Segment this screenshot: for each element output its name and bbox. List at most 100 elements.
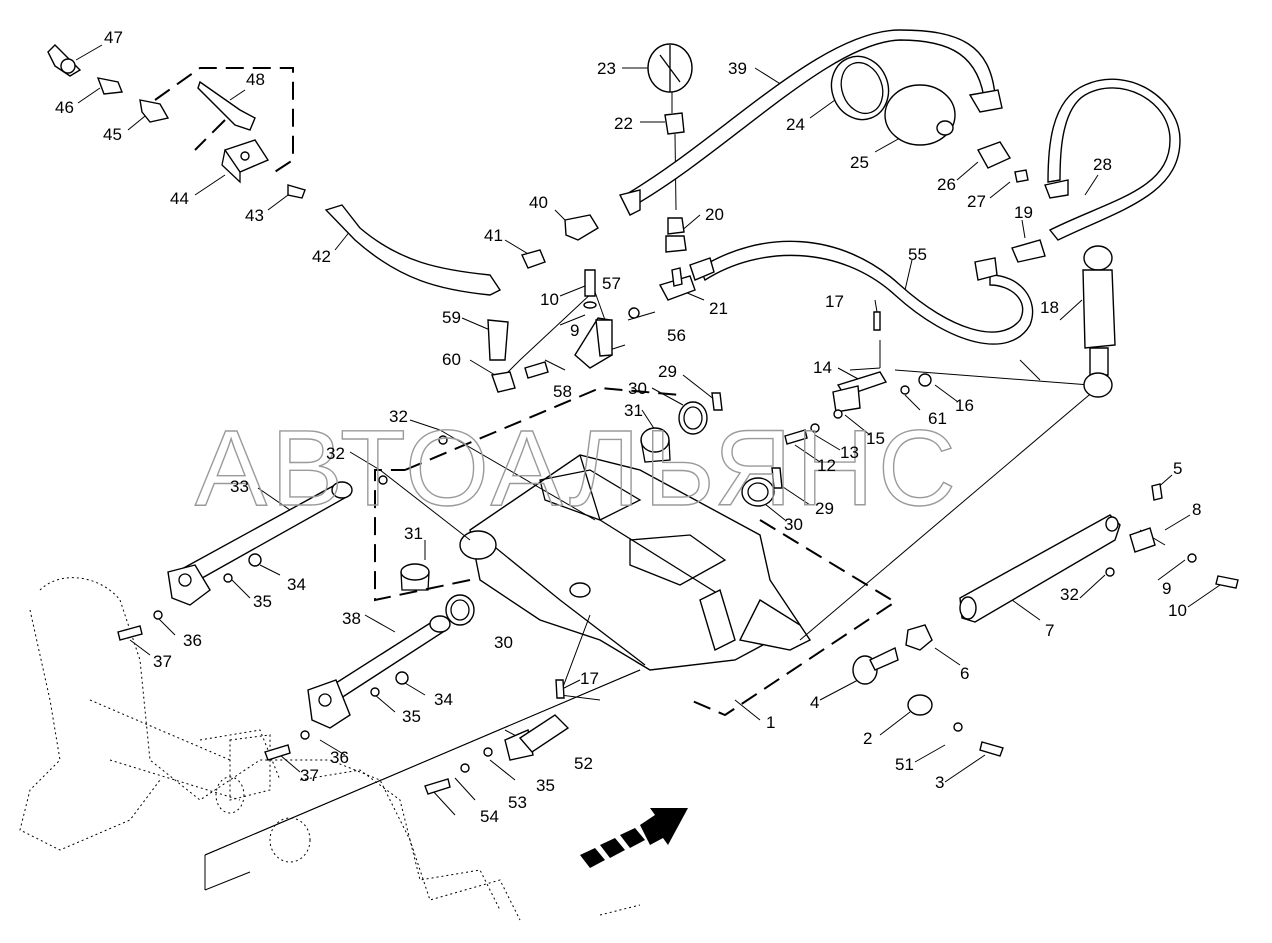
assembly-boundary [374, 386, 897, 717]
callout-31-b: 31 [404, 524, 423, 543]
part-22-adapter [664, 112, 685, 135]
callout-9-b: 9 [1162, 579, 1171, 598]
callout-37-b: 37 [300, 766, 319, 785]
part-35-washer-pin [483, 747, 493, 757]
part-60-elbow [491, 371, 516, 393]
part-56-nut [628, 307, 640, 319]
callout-17-b: 17 [580, 669, 599, 688]
gauge-axis [671, 92, 677, 211]
callout-24: 24 [786, 115, 805, 134]
callout-40: 40 [529, 193, 548, 212]
part-51-washer [953, 722, 963, 732]
part-43-fitting [287, 184, 306, 199]
part-47-hose-clamp [47, 44, 82, 77]
callout-4: 4 [810, 693, 819, 712]
callout-20: 20 [705, 205, 724, 224]
callout-37-a: 37 [153, 652, 172, 671]
part-41-fitting [521, 249, 546, 269]
part-57-bracket [574, 317, 613, 369]
leader-lines [75, 44, 1221, 856]
callout-28: 28 [1093, 155, 1112, 174]
part-42-hose [324, 204, 502, 296]
callout-17-a: 17 [825, 292, 844, 311]
callout-10-b: 10 [1168, 601, 1187, 620]
callout-19: 19 [1014, 203, 1033, 222]
part-46-fitting [96, 77, 123, 95]
part-10-bolt-lower [1215, 575, 1239, 589]
callout-26: 26 [937, 175, 956, 194]
part-2-washer [907, 694, 933, 716]
part-9-washer-lower [1187, 553, 1197, 563]
part-12-bolt [784, 429, 808, 445]
callout-42: 42 [312, 247, 331, 266]
part-18-hydraulic-cylinder [1082, 245, 1116, 398]
part-6-nut [905, 624, 933, 651]
part-33-pin [167, 481, 353, 606]
part-4-eye-bolt [852, 646, 899, 685]
callout-23: 23 [597, 59, 616, 78]
callout-52: 52 [574, 754, 593, 773]
part-29-pin-upper [711, 392, 723, 411]
part-30-ring-lower [445, 594, 475, 626]
callout-35-c: 35 [536, 776, 555, 795]
part-36-washer-lower [300, 730, 310, 740]
callout-labels: 1 2 3 4 5 6 7 8 9 9 10 10 12 13 14 15 16… [55, 28, 1201, 826]
callout-31-a: 31 [624, 401, 643, 420]
part-27-fitting [1014, 169, 1029, 183]
tractor-frame-outline [19, 577, 641, 921]
part-17-pin-lower [555, 679, 565, 699]
part-25-accumulator [884, 84, 956, 146]
callout-41: 41 [484, 226, 503, 245]
part-20-union [665, 217, 687, 253]
callout-16: 16 [955, 396, 974, 415]
callout-59: 59 [442, 308, 461, 327]
callout-27: 27 [967, 192, 986, 211]
part-40-quick-coupler [564, 214, 599, 241]
part-35-washer-lower [370, 687, 380, 697]
callout-33: 33 [230, 477, 249, 496]
callout-34-a: 34 [287, 575, 306, 594]
callout-15: 15 [866, 429, 885, 448]
callout-12: 12 [817, 456, 836, 475]
part-17-pin-upper [873, 311, 881, 331]
part-55-hose [689, 240, 1034, 345]
callout-53: 53 [508, 793, 527, 812]
part-5-pin [1151, 483, 1163, 501]
callout-7: 7 [1045, 621, 1054, 640]
part-3-bolt [979, 741, 1004, 757]
part-31-bushing-upper [640, 427, 671, 463]
callout-35-a: 35 [253, 592, 272, 611]
callout-32-c: 32 [1060, 585, 1079, 604]
part-35-washer-upper [223, 573, 233, 583]
callout-43: 43 [245, 206, 264, 225]
callout-46: 46 [55, 98, 74, 117]
callout-3: 3 [935, 773, 944, 792]
part-44-valve-block [221, 139, 270, 184]
part-36-washer-upper [153, 610, 163, 620]
part-9-washer-upper [583, 301, 597, 309]
part-28-hose [1044, 78, 1181, 241]
part-34-nut-upper [248, 553, 262, 567]
part-30-ring-upper [678, 401, 708, 435]
part-13-washer [810, 423, 820, 433]
callout-30-b: 30 [784, 515, 803, 534]
callout-8: 8 [1192, 500, 1201, 519]
part-37-bolt-upper [117, 625, 143, 641]
callout-6: 6 [960, 664, 969, 683]
valve-boundary [154, 67, 294, 176]
part-48-lever [197, 80, 256, 131]
callout-25: 25 [850, 153, 869, 172]
part-32-grease-fitting-b [378, 475, 388, 485]
callout-47: 47 [104, 28, 123, 47]
callout-29-b: 29 [815, 499, 834, 518]
forward-direction-arrow [580, 808, 688, 868]
part-14-pin [832, 371, 888, 413]
callout-39: 39 [728, 59, 747, 78]
callout-14: 14 [813, 358, 832, 377]
callout-10-a: 10 [540, 290, 559, 309]
callout-45: 45 [103, 125, 122, 144]
callout-36-a: 36 [183, 631, 202, 650]
callout-35-b: 35 [402, 707, 421, 726]
part-30-ring-mid [741, 477, 775, 507]
callout-22: 22 [614, 114, 633, 133]
